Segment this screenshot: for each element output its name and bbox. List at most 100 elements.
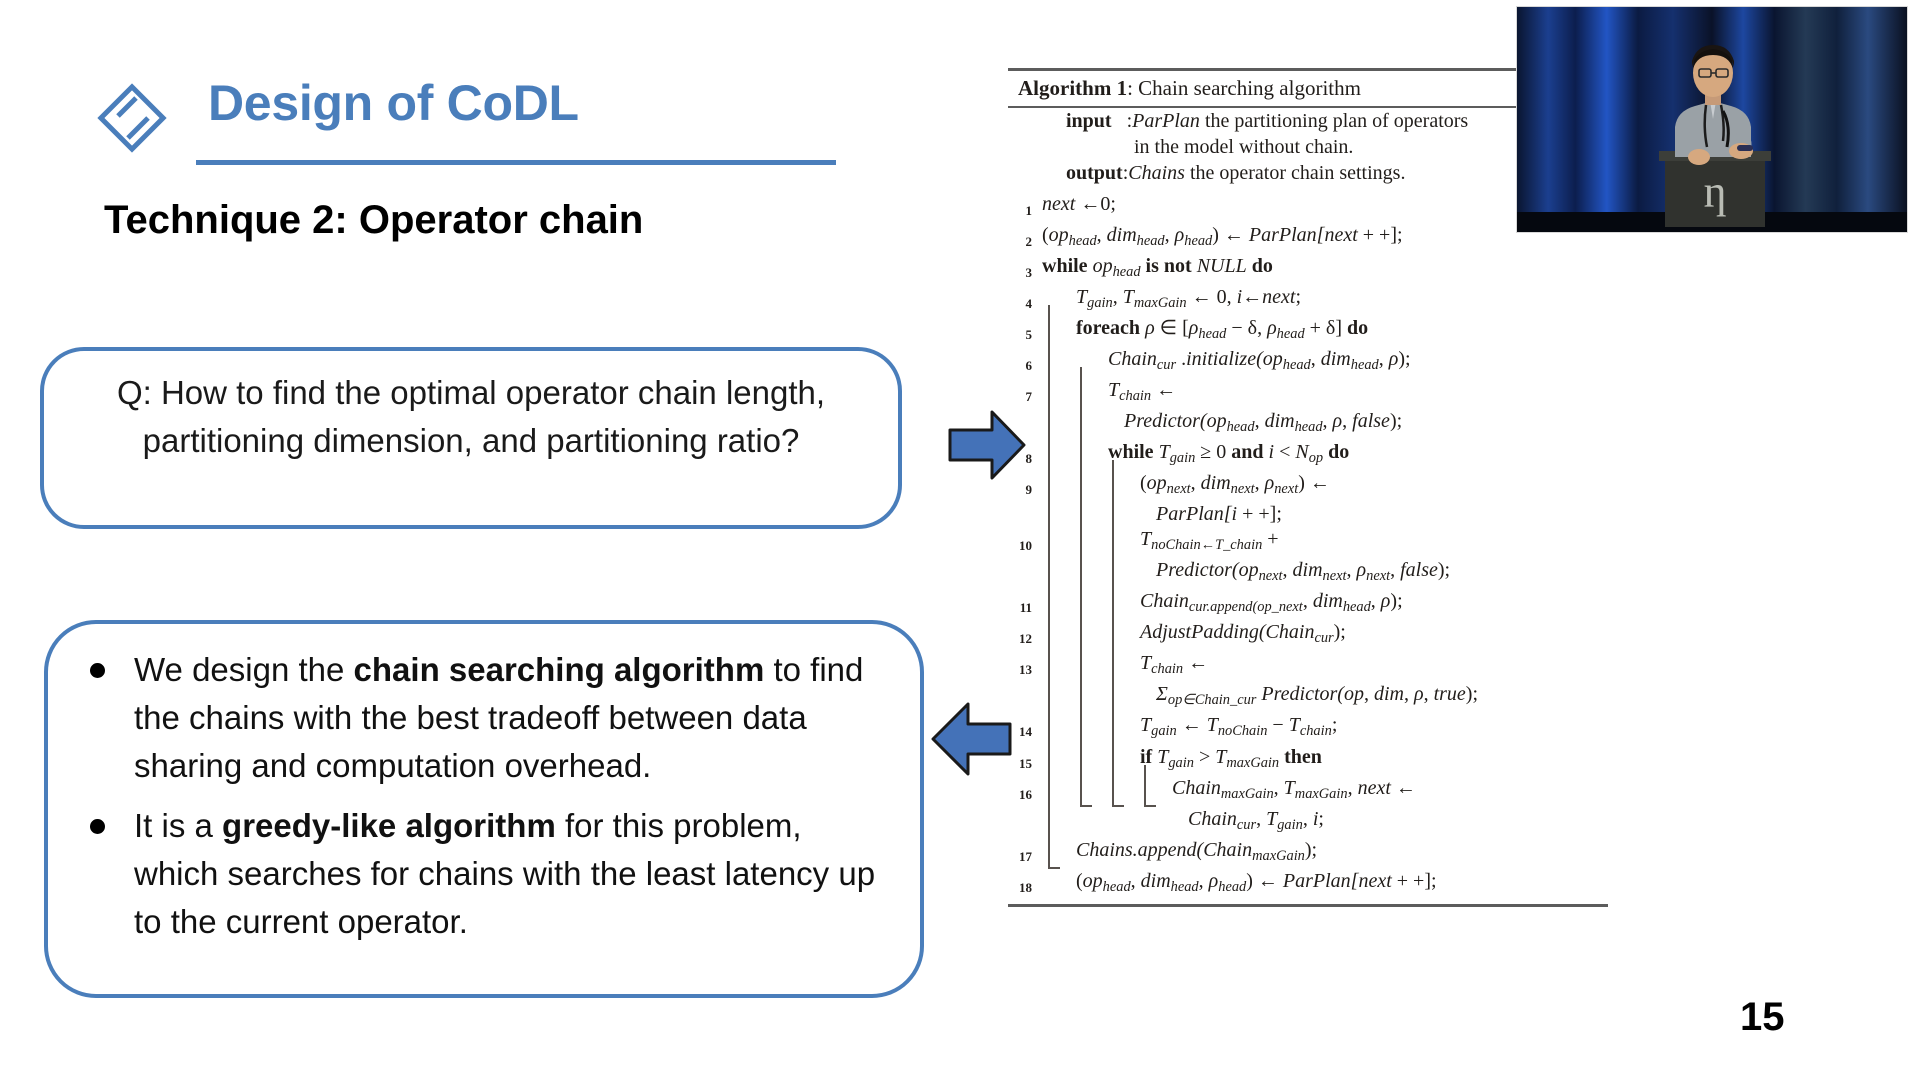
- algorithm-line-number: 11: [1019, 600, 1032, 616]
- question-callout-box: Q: How to find the optimal operator chai…: [40, 347, 902, 529]
- algorithm-figure: Algorithm 1: Chain searching algorithm i…: [1008, 68, 1608, 1000]
- algorithm-line-code: ParPlan[i + +];: [1156, 503, 1282, 526]
- algorithm-line-code: if Tgain > TmaxGain then: [1140, 745, 1322, 771]
- algorithm-scope-foot: [1112, 805, 1124, 807]
- algorithm-line: 3 while ophead is not NULL do: [1008, 254, 1608, 285]
- algorithm-line-number: 1: [1025, 203, 1033, 218]
- bullet-list: We design the chain searching algorithm …: [82, 646, 894, 958]
- algorithm-line-code: Tchain ←: [1108, 379, 1177, 405]
- algorithm-line-number: 4: [1025, 296, 1033, 312]
- algorithm-line: 11 Chaincur.append(op_next, dimhead, ρ);: [1008, 589, 1608, 620]
- algorithm-line-number: 2: [1025, 234, 1033, 249]
- algorithm-line-code: Chaincur, Tgain, i;: [1188, 807, 1324, 833]
- bullet-item: It is a greedy-like algorithm for this p…: [82, 802, 894, 946]
- algorithm-io-block: input :ParPlan the partitioning plan of …: [1008, 108, 1608, 186]
- algorithm-line-code: Chaincur .initialize(ophead, dimhead, ρ)…: [1108, 348, 1411, 374]
- page-number: 15: [1740, 995, 1785, 1039]
- algorithm-scope-bar: [1112, 460, 1114, 805]
- algorithm-line-number: [1008, 409, 1042, 415]
- algorithm-line: 16 ChainmaxGain, TmaxGain, next ←: [1008, 776, 1608, 807]
- algorithm-line: Chaincur, Tgain, i;: [1008, 807, 1608, 838]
- page-title: Design of CoDL: [208, 75, 579, 131]
- algorithm-line: 5 foreach ρ ∈ [ρhead − δ, ρhead + δ] do: [1008, 316, 1608, 347]
- algorithm-scope-bar: [1144, 765, 1146, 805]
- algorithm-line-number: [1008, 558, 1042, 564]
- algorithm-caption: Algorithm 1: Chain searching algorithm: [1018, 76, 1361, 100]
- algorithm-line-code: TnoChain←T_chain +: [1140, 528, 1279, 554]
- algorithm-line: 6 Chaincur .initialize(ophead, dimhead, ρ…: [1008, 347, 1608, 378]
- algorithm-line: Σop∈Chain_cur Predictor(op, dim, ρ, true…: [1008, 682, 1608, 713]
- algorithm-line-code: next ←0;: [1042, 193, 1116, 215]
- algorithm-line-code: (ophead, dimhead, ρhead) ← ParPlan[next …: [1042, 224, 1403, 250]
- question-text: Q: How to find the optimal operator chai…: [116, 374, 826, 459]
- algorithm-line-code: foreach ρ ∈ [ρhead − δ, ρhead + δ] do: [1076, 317, 1369, 343]
- algorithm-line-number: 10: [1019, 538, 1032, 554]
- algorithm-line: Predictor(opnext, dimnext, ρnext, false)…: [1008, 558, 1608, 589]
- diamond-logo-icon: [92, 78, 172, 158]
- algorithm-line-code: Tgain, TmaxGain ← 0, i←next;: [1076, 286, 1302, 312]
- algorithm-line-number: 14: [1019, 724, 1032, 740]
- algorithm-line-code: (opnext, dimnext, ρnext) ←: [1140, 472, 1330, 498]
- algorithm-rule-bottom: [1008, 903, 1608, 907]
- algorithm-line: 14 Tgain ← TnoChain − Tchain;: [1008, 713, 1608, 744]
- algorithm-scope-foot: [1048, 867, 1060, 869]
- algorithm-line-number: 15: [1019, 755, 1032, 771]
- algorithm-line-code: Chaincur.append(op_next, dimhead, ρ);: [1140, 590, 1403, 616]
- speaker-video-thumbnail[interactable]: ƞ: [1516, 6, 1908, 233]
- algorithm-line-code: Predictor(ophead, dimhead, ρ, false);: [1124, 410, 1403, 436]
- algorithm-rule-top: [1008, 68, 1608, 71]
- algorithm-line: 10 TnoChain←T_chain +: [1008, 527, 1608, 558]
- title-underline: [196, 160, 836, 165]
- algorithm-line-code: Tgain ← TnoChain − Tchain;: [1140, 714, 1338, 740]
- algorithm-line-number: 13: [1019, 662, 1032, 678]
- algorithm-line-code: ChainmaxGain, TmaxGain, next ←: [1172, 776, 1416, 802]
- algorithm-io-line: output:Chains the operator chain setting…: [1066, 162, 1406, 184]
- algorithm-caption-label: Algorithm 1: [1018, 76, 1128, 100]
- algorithm-line: 9 (opnext, dimnext, ρnext) ←: [1008, 471, 1608, 502]
- algorithm-line-code: AdjustPadding(Chaincur);: [1140, 621, 1346, 647]
- bullet-dot-icon: [90, 663, 105, 678]
- algorithm-line-number: [1008, 502, 1042, 508]
- arrow-left-icon: [930, 700, 1012, 778]
- algorithm-line-number: 16: [1019, 786, 1032, 802]
- algorithm-line-code: Predictor(opnext, dimnext, ρnext, false)…: [1156, 559, 1451, 585]
- algorithm-body: 1 next ←0; 2 (ophead, dimhead, ρhead) ← Par…: [1008, 186, 1608, 900]
- algorithm-line: 2 (ophead, dimhead, ρhead) ← ParPlan[next…: [1008, 223, 1608, 254]
- algorithm-line-code: Chains.append(ChainmaxGain);: [1076, 838, 1318, 864]
- bullet-dot-icon: [90, 819, 105, 834]
- bullet-item: We design the chain searching algorithm …: [82, 646, 894, 790]
- algorithm-io-line: in the model without chain.: [1134, 136, 1354, 158]
- algorithm-caption-text: Chain searching algorithm: [1138, 76, 1361, 100]
- algorithm-line-number: 9: [1025, 482, 1033, 498]
- algorithm-line-number: 8: [1025, 451, 1033, 467]
- algorithm-line: Predictor(ophead, dimhead, ρ, false);: [1008, 409, 1608, 440]
- algorithm-line-number: [1008, 807, 1042, 813]
- algorithm-line-code: while ophead is not NULL do: [1042, 255, 1273, 281]
- bullet-text: We design the chain searching algorithm …: [134, 651, 864, 784]
- title-block: Design of CoDL: [88, 60, 836, 180]
- algorithm-scope-foot: [1144, 805, 1156, 807]
- slide-subtitle: Technique 2: Operator chain: [104, 198, 644, 242]
- algorithm-rule-middle: [1008, 106, 1608, 108]
- algorithm-line: 13 Tchain ←: [1008, 651, 1608, 682]
- algorithm-line: 8 while Tgain ≥ 0 and i < Nop do: [1008, 440, 1608, 471]
- algorithm-line: 15 if Tgain > TmaxGain then: [1008, 745, 1608, 776]
- algorithm-line-number: 3: [1025, 265, 1033, 281]
- algorithm-line-code: while Tgain ≥ 0 and i < Nop do: [1108, 441, 1350, 467]
- algorithm-scope-bar: [1080, 367, 1082, 805]
- svg-text:ƞ: ƞ: [1704, 166, 1727, 217]
- algorithm-line-number: 18: [1019, 879, 1032, 895]
- algorithm-line: 4 Tgain, TmaxGain ← 0, i←next;: [1008, 285, 1608, 316]
- algorithm-line-number: 7: [1025, 389, 1033, 405]
- algorithm-line-code: Tchain ←: [1140, 652, 1209, 678]
- algorithm-io-line: input :ParPlan the partitioning plan of …: [1066, 110, 1469, 132]
- algorithm-line: ParPlan[i + +];: [1008, 502, 1608, 527]
- algorithm-line-number: 6: [1025, 358, 1033, 374]
- algorithm-line-number: 5: [1025, 327, 1033, 343]
- bullets-callout-box: We design the chain searching algorithm …: [44, 620, 924, 998]
- algorithm-scope-bar: [1048, 305, 1050, 867]
- arrow-right-icon: [948, 408, 1026, 482]
